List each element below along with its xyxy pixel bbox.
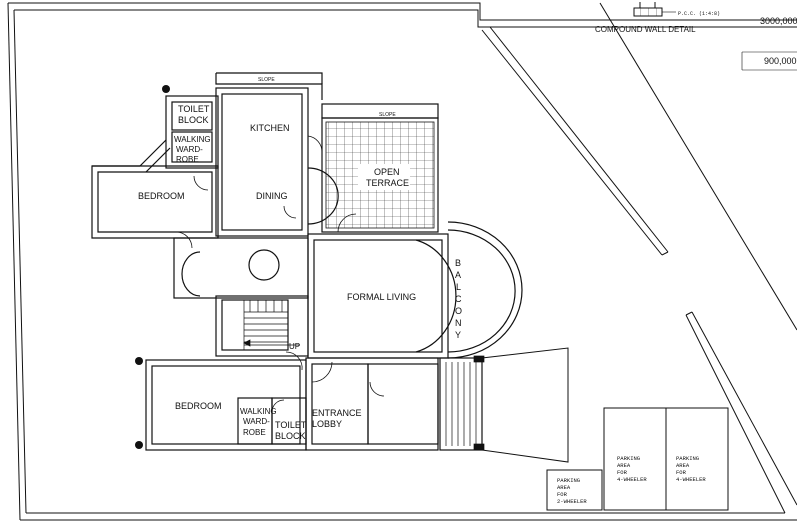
compound-wall <box>7 2 797 521</box>
dimension-top: 3000,000 <box>760 16 797 26</box>
building-walls <box>91 72 483 451</box>
svg-text:B: B <box>455 258 461 268</box>
balcony-arcs <box>181 167 523 359</box>
entrance-lobby-label-b: LOBBY <box>312 419 342 429</box>
formal-living-label: FORMAL LIVING <box>347 292 416 302</box>
parking-4w-a-label-d: 4-WHEELER <box>617 476 647 483</box>
svg-text:O: O <box>455 306 462 316</box>
bedroom-label-1: BEDROOM <box>138 191 185 201</box>
entrance-lobby-label: ENTRANCE <box>312 408 362 418</box>
slope-label-top: SLOPE <box>258 77 275 83</box>
parking-4w-b-label-c: FOR <box>676 469 687 476</box>
parking-boxes <box>546 407 729 511</box>
dining-label: DINING <box>256 191 288 201</box>
door-swings <box>175 135 385 413</box>
parking-4w-b-label: PARKING <box>676 455 699 462</box>
bedroom-label-2: BEDROOM <box>175 401 222 411</box>
hall-column <box>248 249 280 281</box>
corner-markers <box>135 85 170 449</box>
compound-wall-detail-title: COMPOUND WALL DETAIL <box>595 25 696 34</box>
slope-label-terrace: SLOPE <box>379 112 396 118</box>
porch-steps <box>445 347 569 463</box>
parking-4w-b-label-d: 4-WHEELER <box>676 476 706 483</box>
open-terrace-label: OPEN <box>374 167 400 177</box>
parking-4w-a-label: PARKING <box>617 455 640 462</box>
up-label: UP <box>289 342 300 351</box>
toilet-block-label-2: TOILET <box>275 420 307 430</box>
toilet-block-label-1: TOILET <box>178 104 210 114</box>
open-terrace-label-bg <box>358 164 410 190</box>
walking-wardrobe-label-2b: WARD- <box>243 417 270 426</box>
walking-wardrobe-label-1b: WARD- <box>176 145 203 154</box>
parking-2w-label-b: AREA <box>557 484 571 491</box>
toilet-block-label-1b: BLOCK <box>178 115 209 125</box>
toilet-block-label-2b: BLOCK <box>275 431 306 441</box>
walking-wardrobe-label-2: WALKING <box>240 407 277 416</box>
svg-text:N: N <box>455 318 462 328</box>
parking-2w-label-d: 2-WHEELER <box>557 498 587 505</box>
kitchen-label: KITCHEN <box>250 123 290 133</box>
parking-4w-b-label-b: AREA <box>676 462 690 469</box>
open-terrace-label-b: TERRACE <box>366 178 409 188</box>
parking-4w-a-label-b: AREA <box>617 462 631 469</box>
parking-2w-label-c: FOR <box>557 491 568 498</box>
parking-4w-a-label-c: FOR <box>617 469 628 476</box>
balcony-label: B A L C O N Y <box>455 258 462 340</box>
room-labels: SLOPE SLOPE TOILET BLOCK WALKING WARD- R… <box>138 77 706 505</box>
walking-wardrobe-label-1c: ROBE <box>176 155 199 164</box>
walking-wardrobe-label-2c: ROBE <box>243 428 266 437</box>
svg-text:A: A <box>455 270 461 280</box>
dimension-second: 900,000 <box>764 56 797 66</box>
svg-text:Y: Y <box>455 330 461 340</box>
svg-text:L: L <box>456 282 461 292</box>
walking-wardrobe-label-1: WALKING <box>174 135 211 144</box>
pcc-note: P.C.C. (1:4:8) <box>678 11 720 17</box>
parking-2w-label: PARKING <box>557 477 580 484</box>
svg-text:C: C <box>455 294 462 304</box>
compound-wall-detail: P.C.C. (1:4:8) COMPOUND WALL DETAIL 3000… <box>595 2 797 71</box>
staircase <box>222 299 300 350</box>
